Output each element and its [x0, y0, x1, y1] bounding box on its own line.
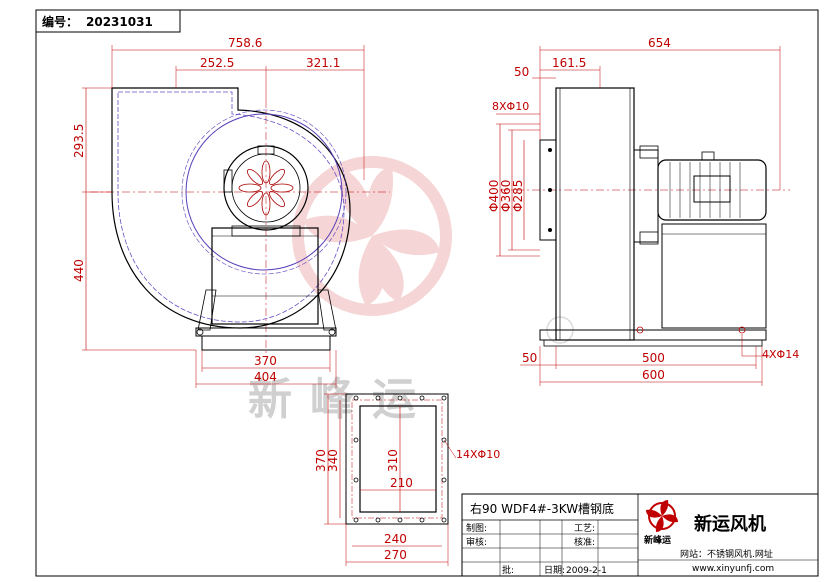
drawing-frame: [35, 9, 819, 577]
dim-side-flange-offset: 161.5: [552, 56, 586, 70]
dim-front-base-inner: 370: [254, 354, 277, 368]
logo-text: 新峰运: [644, 534, 672, 546]
label-checked: 审核:: [466, 536, 487, 548]
title-block: 右90 WDF4#-3KW槽钢底 制图: 审核: 工艺: 核准: 日期: 批: …: [461, 493, 819, 577]
label-drawn: 制图:: [466, 522, 487, 534]
dim-side-base-offset: 50: [522, 351, 537, 365]
dim-front-base-outer: 404: [254, 370, 277, 384]
dim-front-overall-width: 758.6: [228, 36, 262, 50]
dim-outlet-outer-height: 370: [314, 449, 328, 472]
side-view: 654 161.5 50 8XΦ10 Φ400 Φ360 Φ285 50 500…: [487, 36, 799, 386]
title-model: 右90 WDF4#-3KW槽钢底: [470, 501, 614, 516]
outlet-view: 370 340 310 210 240 270 14XΦ10: [314, 393, 500, 566]
front-view: 758.6 252.5 321.1 293.5 440 370 404: [72, 36, 390, 388]
label-craft: 工艺:: [574, 523, 595, 534]
company-logo-icon: [646, 500, 678, 532]
dim-outlet-inner-height: 310: [386, 449, 400, 472]
dim-outlet-bolt-holes: 14XΦ10: [456, 448, 500, 461]
serial-box: 编号： 20231031: [35, 9, 181, 33]
dim-side-d-outer: Φ400: [487, 180, 501, 212]
dim-side-base-holes: 4XΦ14: [762, 348, 799, 361]
dim-outlet-bolt-width: 240: [384, 532, 407, 546]
dim-outlet-bolt-height: 340: [326, 449, 340, 472]
website-url: www.xinyunfj.com: [692, 564, 774, 574]
dim-front-upper-height: 293.5: [72, 124, 86, 158]
dim-side-overall-width: 654: [648, 36, 671, 50]
website-label: 网站：不锈钢风机.网址: [680, 548, 773, 560]
dim-outlet-outer-width: 270: [384, 548, 407, 562]
dim-side-d-bolt: Φ360: [499, 180, 513, 212]
dim-side-flange-depth: 50: [514, 65, 529, 79]
watermark-logo-icon: [292, 156, 574, 344]
dim-side-d-inner: Φ285: [511, 180, 525, 212]
dim-front-lower-height: 440: [72, 259, 86, 282]
dim-front-left-width: 252.5: [200, 56, 234, 70]
label-batch: 批:: [502, 564, 514, 576]
watermark-text: 新峰运: [248, 374, 434, 425]
label-date: 日期:: [544, 565, 565, 576]
serial-value: 20231031: [86, 15, 153, 29]
date-value: 2009-2-1: [566, 566, 607, 576]
serial-label: 编号：: [41, 14, 78, 29]
dim-side-base-outer: 600: [642, 368, 665, 382]
label-verify: 核准:: [574, 536, 595, 548]
dim-side-bolt-holes: 8XΦ10: [492, 100, 529, 113]
dim-outlet-inner-width: 210: [390, 476, 413, 490]
company-name: 新运风机: [694, 513, 766, 535]
dim-side-base-inner: 500: [642, 351, 665, 365]
dim-front-right-width: 321.1: [306, 56, 340, 70]
